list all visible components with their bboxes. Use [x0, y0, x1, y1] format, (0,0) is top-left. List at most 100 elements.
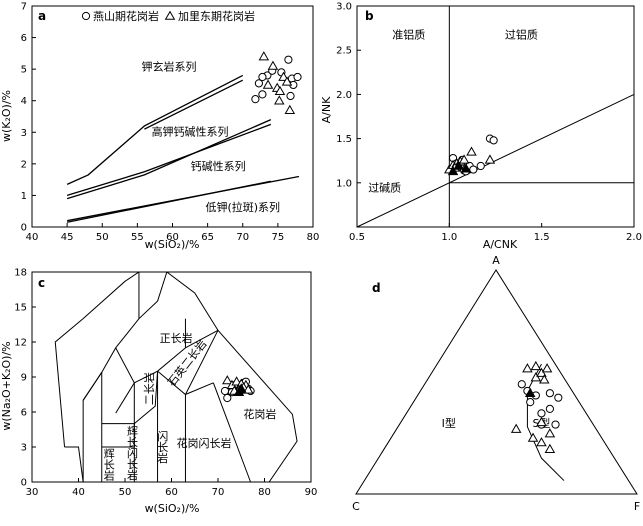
- panel-a-xtick-label: 75: [272, 232, 285, 243]
- panel-c-xtick-label: 50: [119, 487, 132, 498]
- panel-c-xtick-label: 70: [212, 487, 225, 498]
- panel-a-point-circle: [286, 91, 295, 101]
- panel-a-boundary-5: [67, 175, 300, 222]
- panel-a-xtick-label: 60: [166, 232, 179, 243]
- panel-a-point-triangle: [274, 95, 285, 105]
- panel-c-division-7: [82, 372, 103, 401]
- panel-b-point-filled: [453, 160, 464, 170]
- panel-c-xtick-label: 60: [165, 487, 178, 498]
- panel-b-ylabel: A/NK: [320, 96, 333, 123]
- panel-c-field-labels: 正长岩二长岩石英二长岩花岗岩辉长岩辉长闪长岩闪长岩花岗闪长岩: [102, 331, 276, 482]
- panel-d-points: [510, 360, 563, 453]
- panel-d-point-triangle: [530, 360, 542, 371]
- panel-c-ytick-label: 3: [21, 443, 27, 454]
- panel-a-ytick-label: 7: [21, 2, 27, 13]
- panel-c-division-3: [133, 371, 159, 482]
- legend-label-triangle: 加里东期花岗岩: [178, 9, 255, 23]
- panel-a-point-circle: [293, 72, 302, 82]
- panel-c-xtick-label: 80: [258, 487, 271, 498]
- panel-a-points: [81, 10, 302, 114]
- panel-a-point-triangle: [262, 79, 274, 89]
- panel-c-point-triangle: [222, 375, 233, 385]
- panel-a-field-label: 高钾钙碱性系列: [152, 124, 229, 138]
- panel-d-point-circle: [554, 393, 563, 402]
- panel-c-ytick-label: 12: [14, 338, 27, 349]
- panel-c-division-0: [82, 300, 158, 482]
- panel-b-boundaries: [356, 6, 635, 228]
- panel-b-diagonal: [356, 93, 635, 228]
- panel-b-xtick-label: 0.5: [349, 232, 365, 243]
- panel-c-xtick-label: 90: [305, 487, 318, 498]
- panel-a-field-label: 低钾(拉斑)系列: [205, 200, 280, 214]
- panel-d-triangle: [355, 269, 638, 495]
- panel-d-point-filled: [524, 387, 536, 397]
- panel-a-point-triangle: [281, 76, 293, 86]
- panel-c-field-label: 二长岩: [142, 372, 156, 405]
- panel-a-letter: a: [38, 9, 46, 23]
- panel-a-xtick-label: 65: [201, 232, 214, 243]
- panel-d-point-triangle: [510, 423, 522, 433]
- panel-b-point-circle: [489, 136, 498, 145]
- panel-b-field-label: 过铝质: [505, 28, 538, 42]
- panel-a-xlabel: w(SiO₂)/%: [145, 238, 200, 251]
- panel-c-field-label: 花岗岩: [243, 407, 276, 421]
- panel-a-ytick-label: 0: [21, 223, 27, 234]
- panel-c-xlabel: w(SiO₂)/%: [145, 502, 200, 515]
- panel-d-point-circle: [545, 389, 554, 398]
- panel-d-point-triangle: [544, 443, 556, 453]
- panel-d-point-triangle: [539, 374, 550, 384]
- panel-c-division-16: [157, 271, 168, 302]
- panel-a-point-circle: [258, 72, 267, 82]
- vertex-label-A: A: [492, 254, 500, 267]
- panel-d-point-triangle: [527, 432, 539, 442]
- panel-b-field-label: 准铝质: [392, 28, 425, 42]
- panel-a-ytick-label: 2: [21, 159, 27, 170]
- vertex-label-C: C: [352, 500, 360, 513]
- panel-b-field-label: 过碱质: [368, 182, 401, 195]
- panel-a-ytick-label: 3: [21, 128, 27, 139]
- panel-a-field-label: 钾玄岩系列: [141, 60, 196, 74]
- panel-d-point-circle: [517, 380, 526, 389]
- panel-a-xtick-label: 80: [307, 232, 320, 243]
- panel-a-boundary-3: [66, 123, 272, 197]
- panel-d-ternary-outline: [355, 269, 638, 495]
- panel-c-field-label: 花岗闪长岩: [177, 436, 232, 450]
- panel-c-field-label: 闪长岩: [156, 429, 169, 464]
- panel-d-point-circle: [551, 420, 560, 429]
- panel-c-letter: c: [38, 276, 45, 290]
- panel-c-division-6: [115, 347, 186, 384]
- panel-d-point-circle: [526, 398, 535, 407]
- panel-b-points: [444, 134, 498, 176]
- panel-a-point-triangle: [274, 85, 286, 96]
- panel-b-xtick-label: 2.0: [626, 232, 642, 243]
- panel-b-ytick-label: 3.0: [336, 2, 352, 13]
- panel-b-point-circle: [476, 161, 485, 171]
- panel-b-point-triangle: [458, 154, 470, 164]
- panel-c-ytick-label: 9: [21, 373, 27, 384]
- panel-d-field-label: I型: [442, 416, 456, 430]
- panel-a-xtick-label: 50: [96, 232, 109, 243]
- panel-a-point-triangle: [278, 71, 289, 81]
- panel-a-boundary-2: [66, 119, 272, 200]
- panel-c-point-triangle: [242, 384, 254, 394]
- panel-a-point-triangle: [267, 60, 279, 70]
- legend-label-circle: 燕山期花岗岩: [93, 9, 159, 23]
- panel-d-letter: d: [372, 281, 381, 295]
- panel-b-xtick-label: 1.5: [534, 232, 550, 243]
- panel-b-ytick-label: 2.0: [336, 90, 352, 101]
- panel-d-point-circle: [545, 404, 554, 413]
- panel-c-ytick-label: 6: [21, 408, 27, 419]
- panel-c-outline: [54, 271, 298, 483]
- panel-c-xtick-label: 30: [26, 487, 39, 498]
- panel-c-point-circle: [223, 393, 232, 403]
- panel-b-ytick-label: 1.0: [336, 178, 352, 189]
- panel-c-field-label: 辉长岩: [102, 448, 115, 482]
- panel-c-boundaries: [54, 271, 298, 483]
- panel-a-ytick-label: 6: [21, 33, 27, 44]
